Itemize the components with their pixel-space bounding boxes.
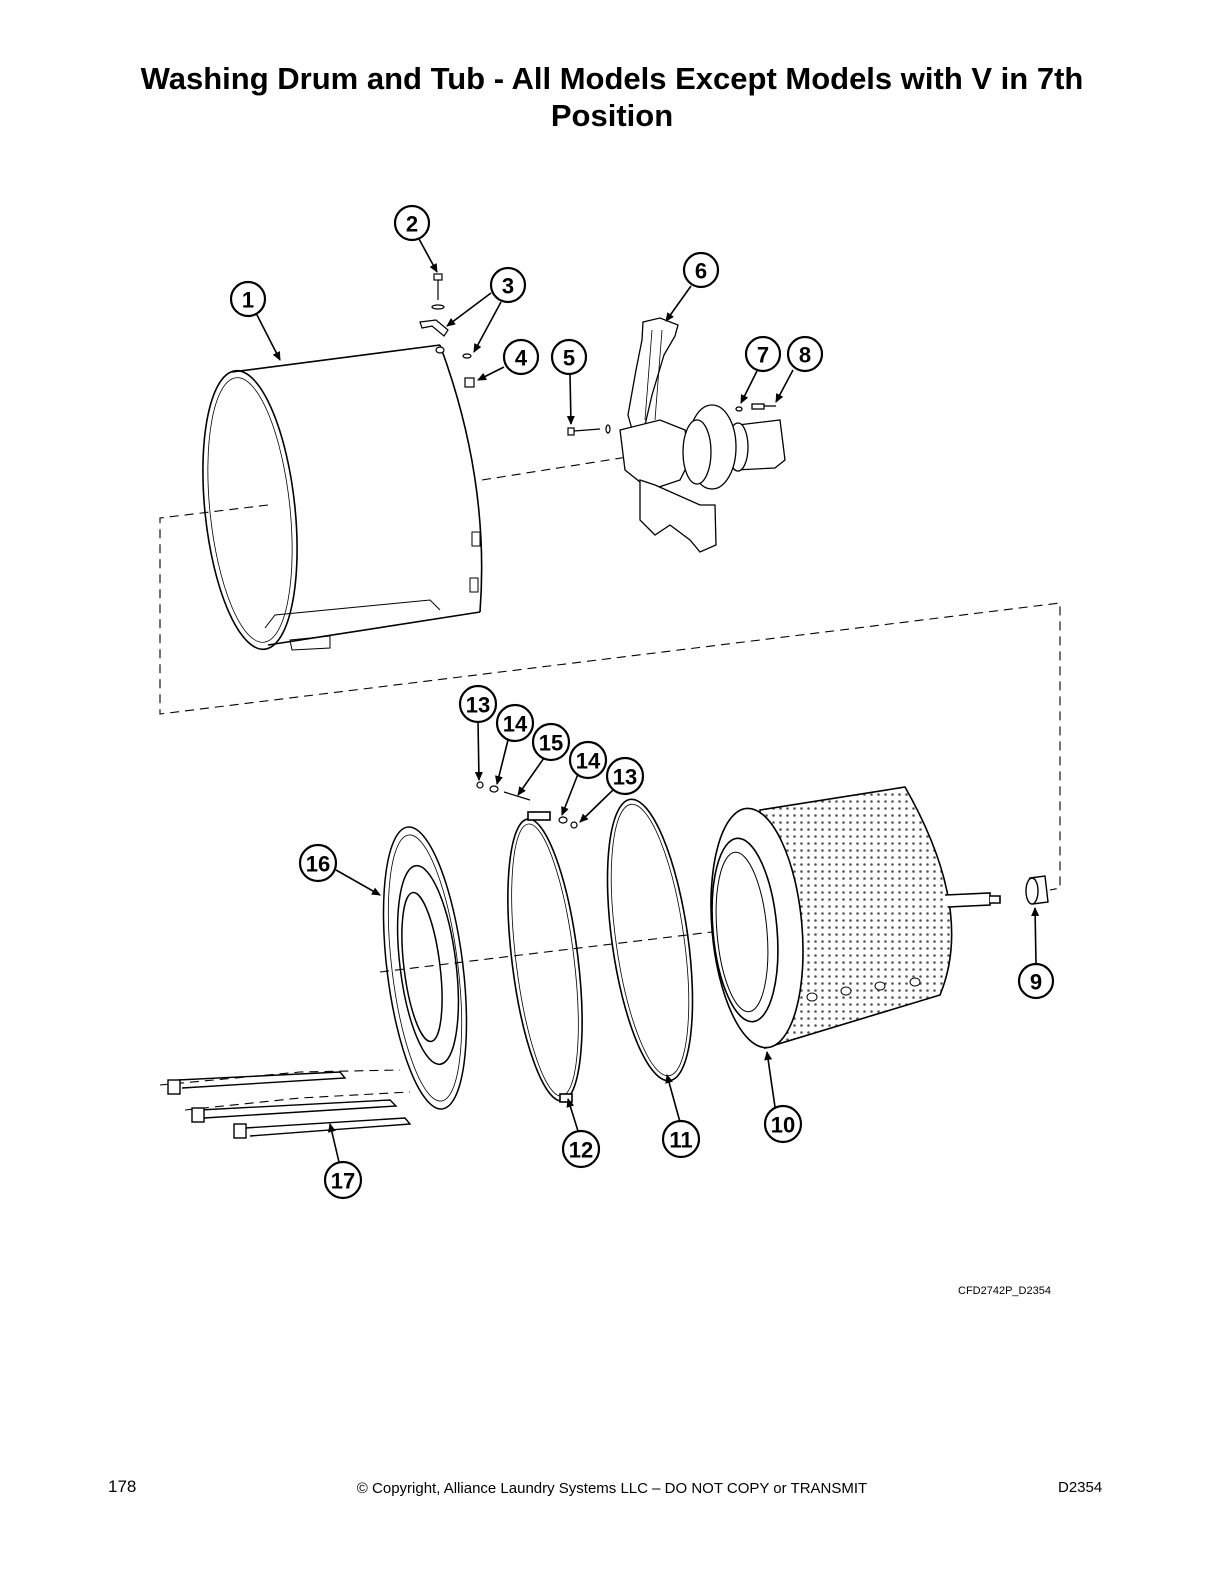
part-heating-elements xyxy=(167,1071,412,1139)
part-screw xyxy=(567,424,611,436)
callout-13-right: 13 xyxy=(605,756,645,796)
callout-9: 9 xyxy=(1017,962,1055,1000)
callout-13-left: 13 xyxy=(458,684,498,724)
callout-9-label: 9 xyxy=(1030,970,1042,995)
part-bolt xyxy=(431,273,445,310)
callout-10-label: 10 xyxy=(771,1113,795,1138)
part-bearing-housing xyxy=(619,317,717,553)
copyright-notice: © Copyright, Alliance Laundry Systems LL… xyxy=(356,1480,868,1497)
drum-lifter-holes xyxy=(806,977,921,1002)
callout-11-label: 11 xyxy=(669,1128,692,1153)
callout-5-label: 5 xyxy=(563,346,575,371)
part-front-tub-cover xyxy=(382,826,468,1110)
callout-2-label: 2 xyxy=(406,212,418,237)
callout-4-label: 4 xyxy=(515,346,528,371)
page-number: 178 xyxy=(108,1477,137,1496)
callout-6: 6 xyxy=(682,251,720,289)
callout-7-label: 7 xyxy=(757,343,769,368)
callout-6-label: 6 xyxy=(695,259,707,284)
callout-4: 4 xyxy=(502,338,540,376)
callout-14-right: 14 xyxy=(568,740,608,780)
part-bearing-assembly xyxy=(682,403,786,490)
callout-1: 1 xyxy=(229,280,267,318)
callout-17: 17 xyxy=(323,1160,363,1200)
callout-12: 12 xyxy=(561,1129,601,1169)
assembly-dashed-lines xyxy=(159,454,1061,1111)
callout-15: 15 xyxy=(531,722,571,762)
part-inner-drum xyxy=(710,786,1001,1050)
callout-14-left-label: 14 xyxy=(503,712,528,737)
callout-14-left: 14 xyxy=(495,703,535,743)
callout-8: 8 xyxy=(786,335,824,373)
callout-5: 5 xyxy=(550,338,588,376)
callout-17-label: 17 xyxy=(331,1169,355,1194)
callout-15-label: 15 xyxy=(539,731,563,756)
callout-3: 3 xyxy=(489,266,527,304)
part-stud-hardware xyxy=(476,781,578,829)
callout-10: 10 xyxy=(763,1104,803,1144)
callout-3-label: 3 xyxy=(502,274,514,299)
part-outer-tub xyxy=(202,344,483,651)
callout-13-right-label: 13 xyxy=(613,765,637,790)
callout-1-label: 1 xyxy=(242,288,254,313)
callout-16: 16 xyxy=(298,843,338,883)
callout-8-label: 8 xyxy=(799,343,811,368)
callout-12-label: 12 xyxy=(569,1138,593,1163)
callout-14-right-label: 14 xyxy=(576,749,601,774)
part-nut xyxy=(464,377,475,388)
leader-lines xyxy=(255,238,1040,1163)
part-bracket xyxy=(419,319,472,359)
page-title: Washing Drum and Tub - All Models Except… xyxy=(140,61,1084,133)
callout-7: 7 xyxy=(744,335,782,373)
part-clamp-ring xyxy=(507,811,583,1103)
document-code: D2354 xyxy=(1058,1479,1103,1496)
callout-2: 2 xyxy=(393,204,431,242)
callout-16-label: 16 xyxy=(306,852,330,877)
part-cap xyxy=(1025,875,1049,905)
drawing-reference-code: CFD2742P_D2354 xyxy=(958,1285,1051,1297)
callout-13-left-label: 13 xyxy=(466,693,490,718)
callout-11: 11 xyxy=(661,1119,701,1159)
